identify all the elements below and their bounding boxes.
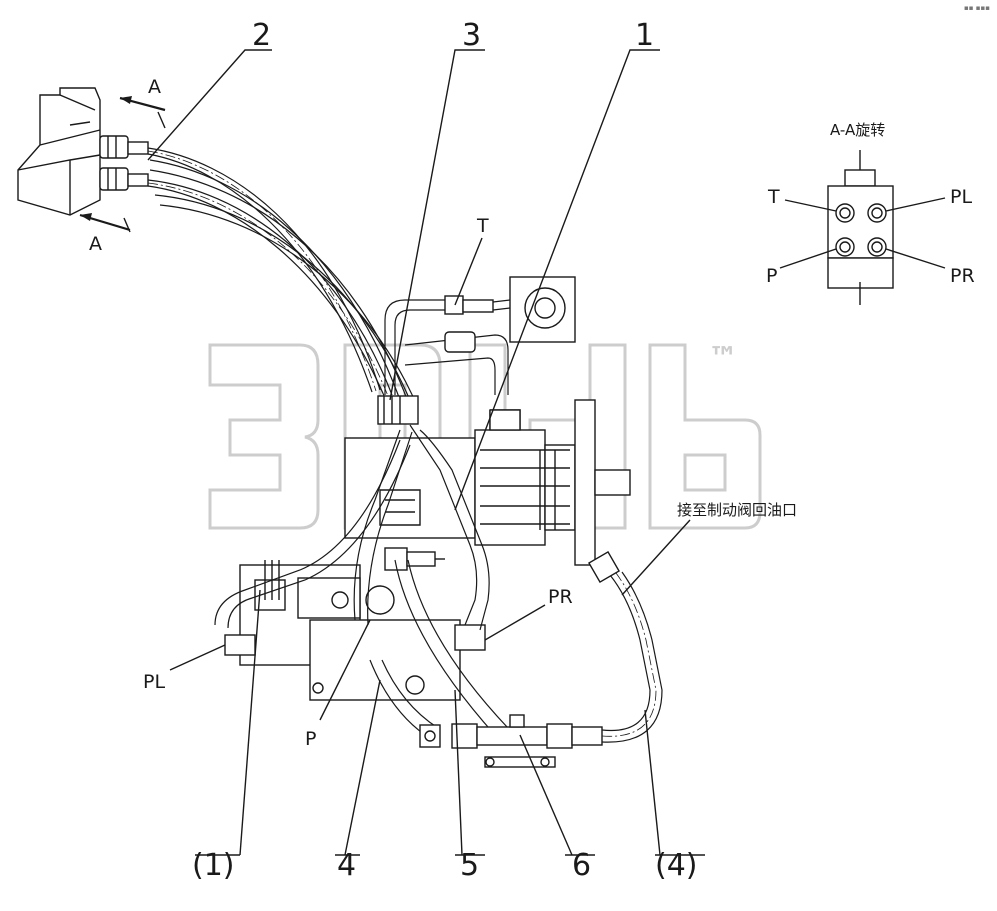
hose-bundle — [147, 147, 419, 409]
section-title: A-A旋转 — [830, 121, 885, 139]
callout-1: 1 — [635, 18, 654, 53]
callout-paren-1: (1) — [192, 848, 235, 883]
callout-3: 3 — [462, 18, 481, 53]
section-arrows: A A — [79, 76, 166, 255]
section-port-pr: PR — [950, 265, 975, 287]
note-brake-return: 接至制动阀回油口 — [677, 501, 797, 519]
valve-hoses — [214, 424, 509, 736]
steering-valve — [224, 547, 486, 701]
pump-unit — [344, 395, 631, 566]
manifold — [419, 714, 603, 768]
callout-6: 6 — [572, 848, 591, 883]
port-labels: T PL PR P — [143, 215, 573, 750]
section-label-top: A — [148, 76, 161, 98]
section-label-bottom: A — [89, 233, 102, 255]
callout-numbers: 2 3 1 (1) 4 5 6 (4) — [192, 18, 698, 883]
brake-return-hose — [588, 551, 663, 743]
callout-paren-4: (4) — [655, 848, 698, 883]
callout-5: 5 — [460, 848, 479, 883]
port-label-p: P — [305, 728, 316, 750]
port-label-t: T — [476, 215, 489, 237]
port-label-pr: PR — [548, 586, 573, 608]
pilot-valve — [17, 87, 149, 216]
section-port-p: P — [766, 265, 777, 287]
leader-lines — [147, 49, 705, 856]
watermark-trademark: ™ — [708, 341, 738, 376]
section-port-t: T — [767, 186, 780, 208]
return-tube — [384, 276, 576, 395]
corner-mark: ▪▪ ▪▪▪ — [964, 4, 990, 12]
callout-4: 4 — [337, 848, 356, 883]
section-port-pl: PL — [950, 186, 972, 208]
callout-2: 2 — [252, 18, 271, 53]
section-view-aa: A-A旋转 T PL P PR — [766, 121, 975, 305]
port-label-pl: PL — [143, 671, 165, 693]
